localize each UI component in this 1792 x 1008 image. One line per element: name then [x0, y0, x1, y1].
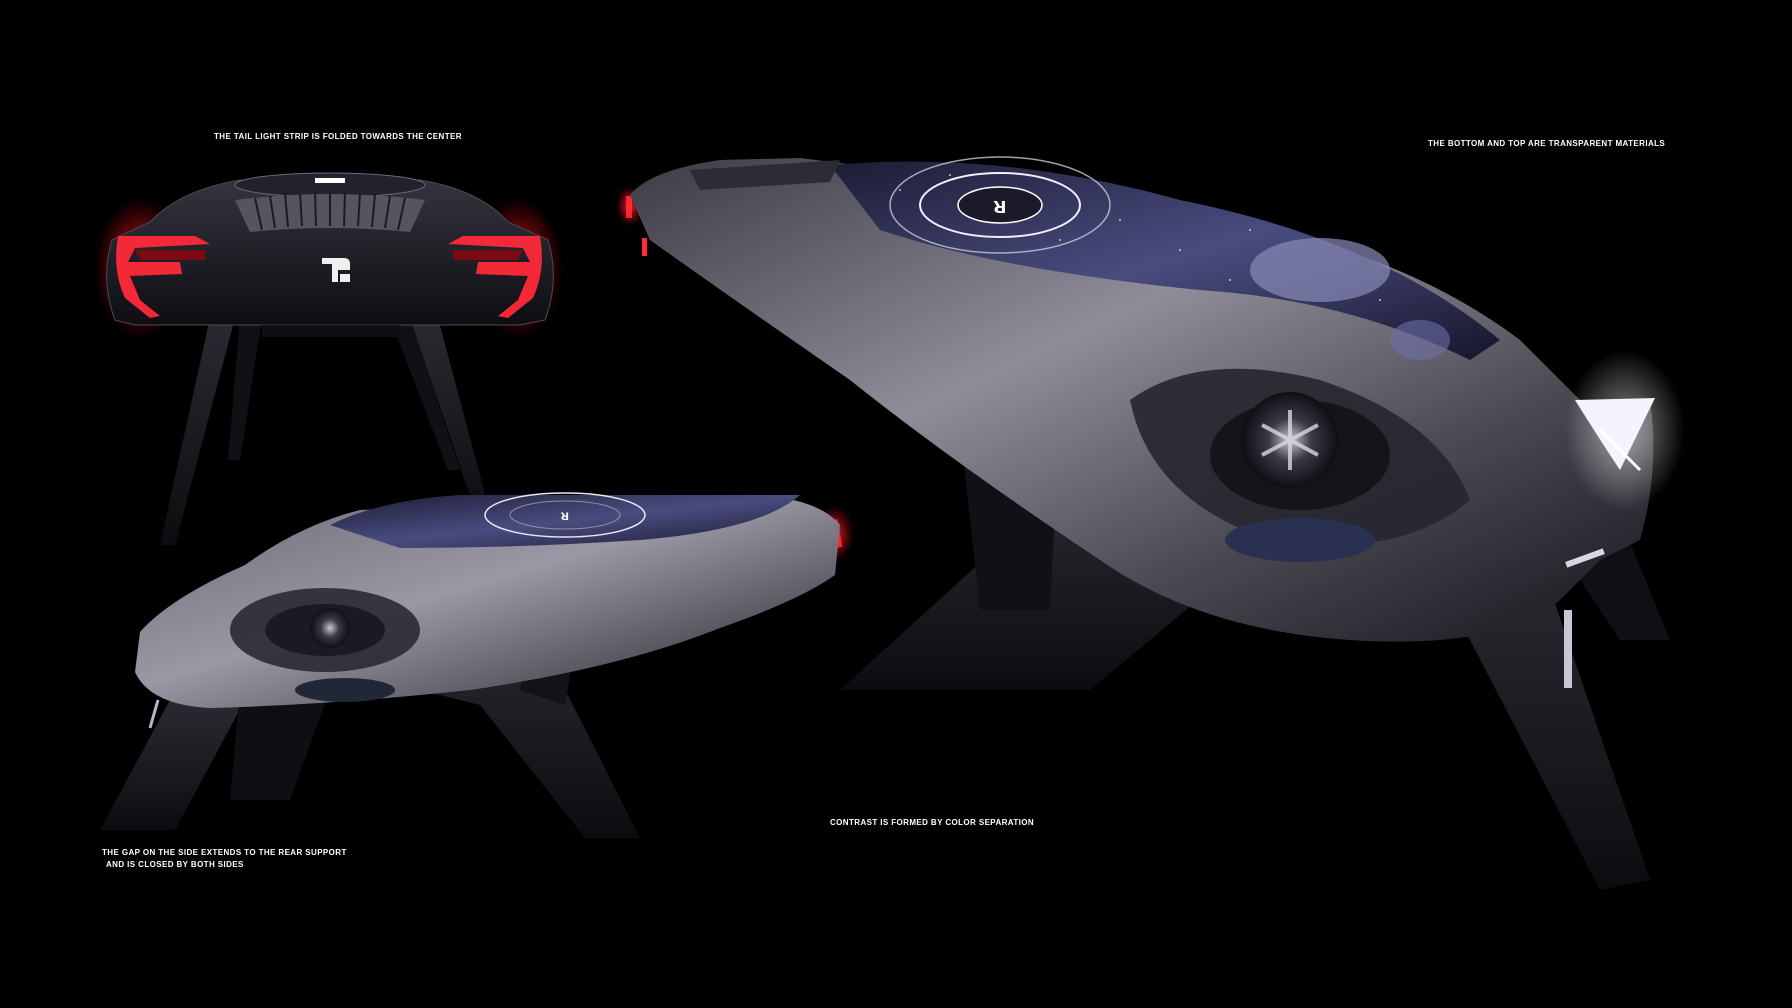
tail-light-right [448, 236, 542, 318]
side-wheel [310, 608, 350, 648]
main-rear-support [1430, 560, 1650, 890]
rear-logo-icon [322, 258, 350, 282]
side-front-support [100, 700, 245, 830]
rear-body-shell [106, 179, 554, 326]
caption-side-gap-line1: THE GAP ON THE SIDE EXTENDS TO THE REAR … [102, 848, 347, 857]
caption-tail-light: THE TAIL LIGHT STRIP IS FOLDED TOWARDS T… [214, 132, 462, 141]
side-view-render: ᴚ [100, 492, 854, 838]
caption-side-gap-line2: AND IS CLOSED BY BOTH SIDES [106, 860, 244, 869]
caption-side-gap: THE GAP ON THE SIDE EXTENDS TO THE REAR … [102, 847, 347, 871]
main-perspective-render: ᴚ [616, 156, 1685, 890]
caption-transparent-materials: THE BOTTOM AND TOP ARE TRANSPARENT MATER… [1428, 139, 1666, 148]
rear-left-support [160, 318, 235, 545]
side-canopy [330, 495, 800, 548]
main-roof-logo-icon: ᴚ [993, 193, 1007, 218]
caption-color-separation: CONTRAST IS FORMED BY COLOR SEPARATION [830, 818, 1035, 827]
side-roof-logo-icon: ᴚ [561, 507, 569, 523]
tail-light-left [116, 236, 210, 318]
main-headlight [1575, 398, 1655, 470]
rear-view-render [95, 172, 563, 545]
rear-right-support [410, 318, 492, 520]
